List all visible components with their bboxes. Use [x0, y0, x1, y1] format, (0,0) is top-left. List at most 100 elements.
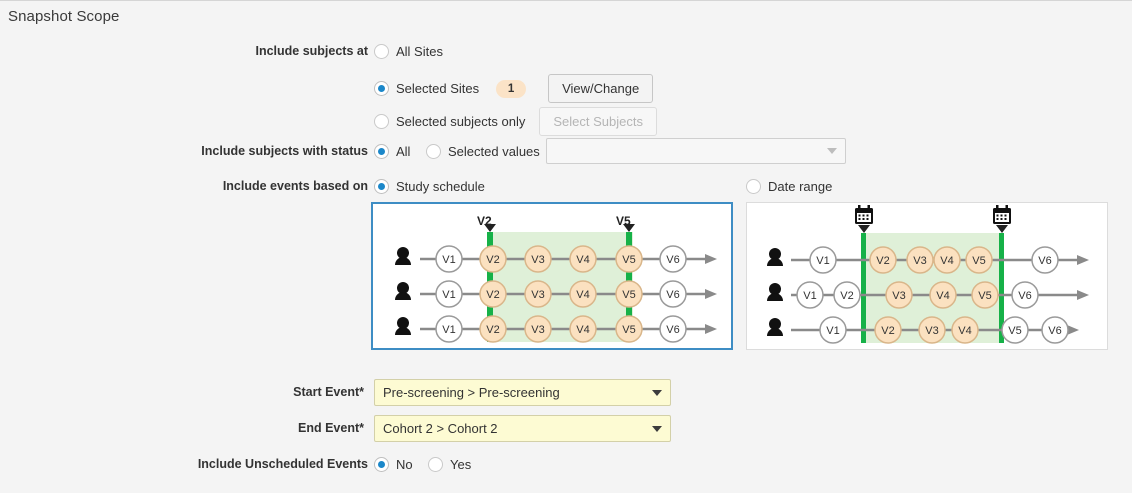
include-status-label-wrap: Include subjects with status: [0, 144, 368, 158]
sites-option-subjects-only[interactable]: Selected subjects only Select Subjects: [374, 107, 657, 136]
include-subjects-with-status-label: Include subjects with status: [201, 144, 368, 158]
study-schedule-start-marker-label: V2: [477, 214, 492, 228]
end-marker-line: [999, 233, 1004, 343]
end-marker-caret: [996, 225, 1008, 233]
include-events-based-on-label: Include events based on: [222, 179, 368, 193]
svg-text:V5: V5: [1008, 325, 1021, 337]
timeline-row: V1 V2 V3 V4 V5 V6 V1 V2: [767, 246, 1089, 344]
events-option-study-schedule[interactable]: Study schedule: [374, 179, 485, 194]
start-marker-caret: [858, 225, 870, 233]
svg-text:V4: V4: [576, 254, 589, 266]
study-schedule-panel[interactable]: V1 V2 V3 V4 V5 V6 V1 V2: [371, 202, 733, 350]
radio-date-range-label[interactable]: Date range: [768, 179, 833, 194]
include-subjects-at-label-wrap: Include subjects at: [0, 44, 368, 58]
status-option-all[interactable]: All: [374, 144, 410, 159]
selection-band: [489, 232, 633, 342]
svg-text:V3: V3: [531, 289, 544, 301]
page-title: Snapshot Scope: [8, 8, 120, 25]
radio-all-sites-label[interactable]: All Sites: [396, 44, 443, 59]
svg-text:V2: V2: [876, 255, 889, 267]
svg-text:V3: V3: [913, 255, 926, 267]
calendar-icon: [855, 205, 873, 224]
unscheduled-label-wrap: Include Unscheduled Events: [0, 457, 368, 471]
svg-text:V1: V1: [442, 254, 455, 266]
start-event-label: Start Event*: [293, 385, 364, 399]
end-event-label: End Event*: [298, 421, 364, 435]
radio-all-sites[interactable]: [374, 44, 389, 59]
svg-text:V6: V6: [666, 324, 679, 336]
calendar-icon: [993, 205, 1011, 224]
svg-text:V2: V2: [881, 325, 894, 337]
svg-text:V2: V2: [486, 324, 499, 336]
svg-text:V6: V6: [1048, 325, 1061, 337]
select-subjects-button[interactable]: Select Subjects: [539, 107, 657, 136]
unscheduled-option-yes[interactable]: Yes: [428, 457, 471, 472]
sites-option-all[interactable]: All Sites: [374, 44, 443, 59]
chevron-down-icon: [827, 148, 837, 154]
svg-text:V4: V4: [576, 289, 589, 301]
radio-status-selected-values-label[interactable]: Selected values: [448, 144, 540, 159]
end-event-value: Cohort 2 > Cohort 2: [383, 421, 498, 436]
radio-date-range[interactable]: [746, 179, 761, 194]
radio-unscheduled-yes[interactable]: [428, 457, 443, 472]
end-event-dropdown[interactable]: Cohort 2 > Cohort 2: [374, 415, 671, 442]
svg-text:V5: V5: [622, 324, 635, 336]
events-option-date-range[interactable]: Date range: [746, 179, 832, 194]
study-schedule-end-marker-label: V5: [616, 214, 631, 228]
svg-text:V1: V1: [826, 325, 839, 337]
sites-option-selected[interactable]: Selected Sites 1 View/Change: [374, 74, 654, 103]
svg-text:V1: V1: [442, 324, 455, 336]
svg-text:V3: V3: [892, 290, 905, 302]
svg-text:V5: V5: [972, 255, 985, 267]
selected-sites-count-badge: 1: [496, 79, 527, 98]
svg-text:V2: V2: [840, 290, 853, 302]
radio-status-all[interactable]: [374, 144, 389, 159]
start-event-value: Pre-screening > Pre-screening: [383, 385, 560, 400]
chevron-down-icon: [652, 425, 662, 432]
start-marker-caret: [484, 224, 496, 232]
svg-text:V6: V6: [666, 289, 679, 301]
svg-text:V5: V5: [622, 289, 635, 301]
date-range-svg: V1 V2 V3 V4 V5 V6 V1 V2: [767, 205, 1089, 344]
include-events-label-wrap: Include events based on: [0, 179, 368, 193]
svg-text:V1: V1: [803, 290, 816, 302]
radio-selected-sites[interactable]: [374, 81, 389, 96]
status-values-dropdown[interactable]: [546, 138, 846, 164]
svg-text:V1: V1: [442, 289, 455, 301]
start-event-label-wrap: Start Event*: [0, 385, 364, 399]
radio-study-schedule-label[interactable]: Study schedule: [396, 179, 485, 194]
svg-text:V1: V1: [816, 255, 829, 267]
svg-text:V6: V6: [1018, 290, 1031, 302]
radio-unscheduled-no-label[interactable]: No: [396, 457, 413, 472]
status-option-selected-values[interactable]: Selected values: [426, 144, 540, 159]
start-event-dropdown[interactable]: Pre-screening > Pre-screening: [374, 379, 671, 406]
radio-selected-sites-label[interactable]: Selected Sites: [396, 81, 480, 96]
svg-text:V2: V2: [486, 254, 499, 266]
radio-selected-subjects-only-label[interactable]: Selected subjects only: [396, 114, 526, 129]
radio-status-all-label[interactable]: All: [396, 144, 411, 159]
radio-selected-subjects-only[interactable]: [374, 114, 389, 129]
end-marker-caret: [623, 224, 635, 232]
svg-text:V5: V5: [622, 254, 635, 266]
svg-text:V3: V3: [925, 325, 938, 337]
include-subjects-at-label: Include subjects at: [255, 44, 368, 58]
include-unscheduled-events-label: Include Unscheduled Events: [197, 457, 368, 471]
date-range-panel[interactable]: V1 V2 V3 V4 V5 V6 V1 V2: [746, 202, 1108, 350]
view-change-button[interactable]: View/Change: [548, 74, 654, 103]
svg-text:V2: V2: [486, 289, 499, 301]
end-event-label-wrap: End Event*: [0, 421, 364, 435]
svg-text:V5: V5: [978, 290, 991, 302]
radio-study-schedule[interactable]: [374, 179, 389, 194]
svg-text:V4: V4: [958, 325, 971, 337]
svg-text:V4: V4: [940, 255, 953, 267]
radio-unscheduled-no[interactable]: [374, 457, 389, 472]
svg-text:V6: V6: [1038, 255, 1051, 267]
timeline-row: V1 V2 V3 V4 V5 V6 V1 V2: [395, 245, 717, 343]
radio-unscheduled-yes-label[interactable]: Yes: [450, 457, 472, 472]
svg-text:V3: V3: [531, 254, 544, 266]
start-marker-line: [861, 233, 866, 343]
radio-status-selected-values[interactable]: [426, 144, 441, 159]
svg-text:V4: V4: [936, 290, 949, 302]
unscheduled-option-no[interactable]: No: [374, 457, 413, 472]
svg-text:V6: V6: [666, 254, 679, 266]
